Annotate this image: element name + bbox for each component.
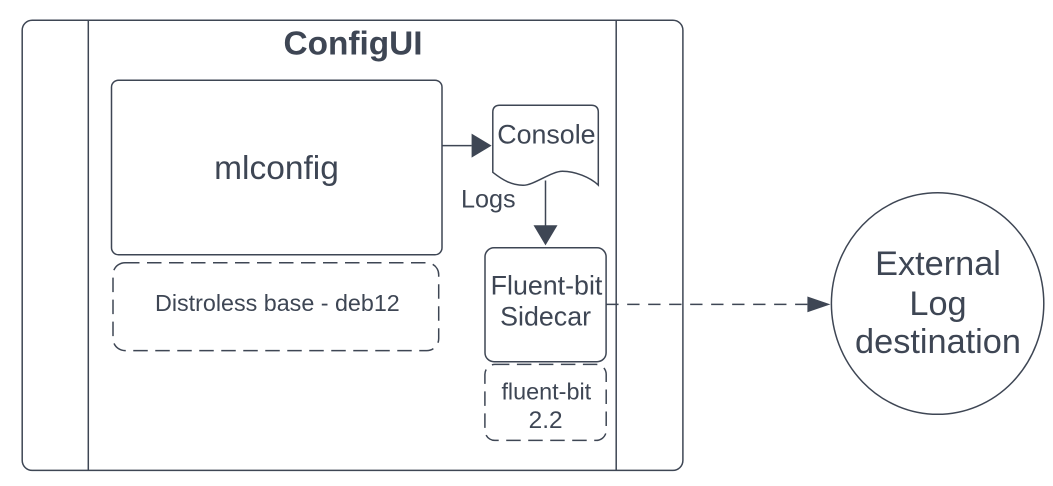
svg-text:ConfigUI: ConfigUI — [283, 25, 422, 62]
svg-text:External: External — [875, 245, 1001, 283]
svg-text:Sidecar: Sidecar — [500, 301, 591, 331]
svg-text:mlconfig: mlconfig — [214, 150, 339, 187]
svg-text:fluent-bit: fluent-bit — [501, 378, 591, 404]
svg-text:destination: destination — [855, 323, 1021, 361]
svg-text:2.2: 2.2 — [529, 407, 563, 434]
svg-text:Distroless base - deb12: Distroless base - deb12 — [155, 290, 400, 316]
svg-text:Log: Log — [909, 285, 966, 323]
svg-text:Fluent-bit: Fluent-bit — [491, 271, 603, 301]
svg-text:Logs: Logs — [461, 186, 516, 214]
svg-text:Console: Console — [497, 120, 595, 150]
